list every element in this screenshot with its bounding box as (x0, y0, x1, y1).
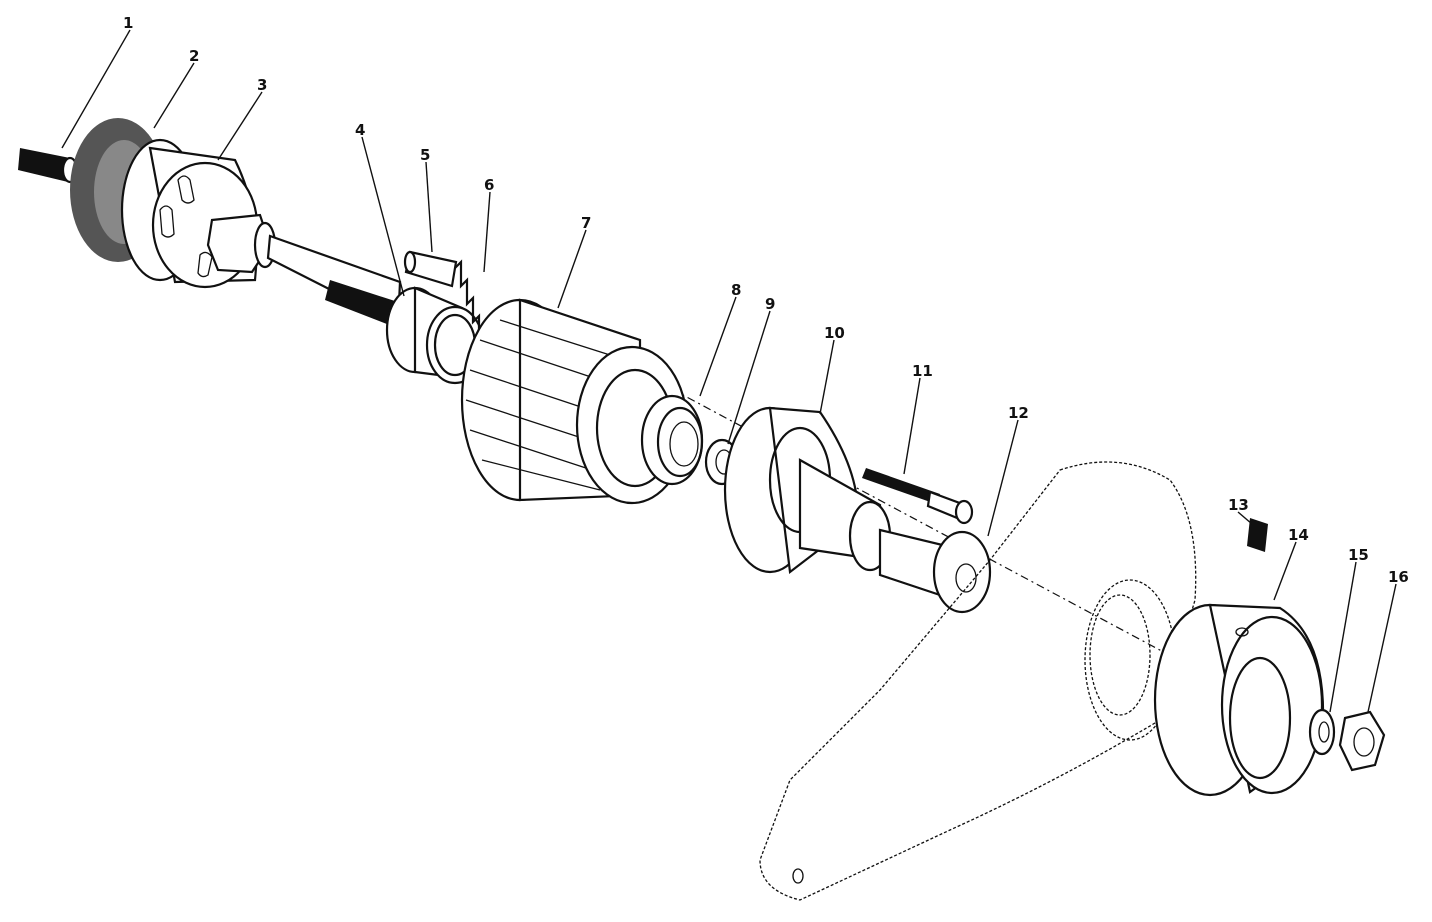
callout-10: 10 (824, 324, 845, 342)
callout-12: 12 (1008, 404, 1029, 422)
callout-16: 16 (1388, 568, 1409, 586)
part-13-set-screw (1247, 518, 1268, 552)
part-3-hub-flange (120, 138, 277, 289)
callout-14: 14 (1288, 526, 1309, 544)
part-15-washer (1308, 708, 1336, 756)
callout-9: 9 (765, 295, 775, 313)
callout-8: 8 (731, 281, 741, 299)
callout-2: 2 (189, 47, 199, 65)
callout-15: 15 (1348, 546, 1369, 564)
part-1-threaded-stud (18, 148, 79, 184)
callout-3: 3 (257, 76, 267, 94)
part-14-collar (1153, 603, 1325, 797)
part-10-flanged-hub (723, 406, 892, 575)
callout-4: 4 (355, 121, 365, 139)
callout-labels: 1 2 3 4 5 6 7 8 9 10 11 12 13 14 15 16 (123, 14, 1409, 586)
part-8-bearing (640, 394, 704, 486)
part-5-pin (403, 250, 458, 288)
leader-lines (61, 29, 1397, 713)
part-11-screw (862, 468, 974, 525)
callout-13: 13 (1228, 496, 1249, 514)
part-16-hex-nut (1338, 710, 1386, 772)
callout-11: 11 (912, 362, 933, 380)
callout-1: 1 (123, 14, 133, 32)
main-shaft (266, 234, 402, 326)
callout-5: 5 (420, 146, 430, 164)
part-7-toothed-pulley (460, 298, 689, 505)
part-12-spacer (878, 528, 992, 614)
callout-6: 6 (484, 176, 494, 194)
callout-7: 7 (581, 214, 591, 232)
